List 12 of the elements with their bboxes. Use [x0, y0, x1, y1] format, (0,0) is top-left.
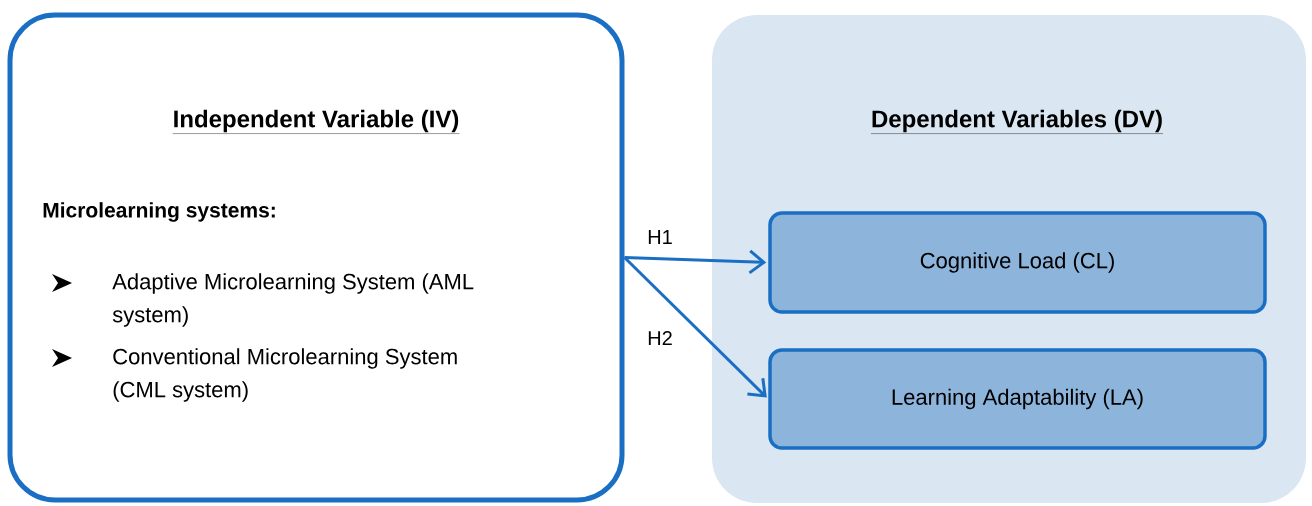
edge-label: H2	[646, 330, 674, 346]
arrow	[624, 249, 767, 275]
edge-label: H1	[646, 229, 674, 245]
variable-box	[7, 12, 625, 503]
subheading: Microlearning systems:	[43, 202, 275, 222]
heading: Independent Variable (IV)	[172, 109, 460, 134]
variable-box: Cognitive Load (CL)	[768, 211, 1267, 314]
variable-box: Learning Adaptability (LA)	[768, 348, 1267, 450]
heading: Dependent Variables (DV)	[870, 109, 1164, 134]
list-item: Conventional Microlearning System (CML system)	[113, 348, 457, 402]
list-item: Adaptive Microlearning System (AML system)	[112, 273, 474, 327]
arrow	[623, 256, 767, 398]
